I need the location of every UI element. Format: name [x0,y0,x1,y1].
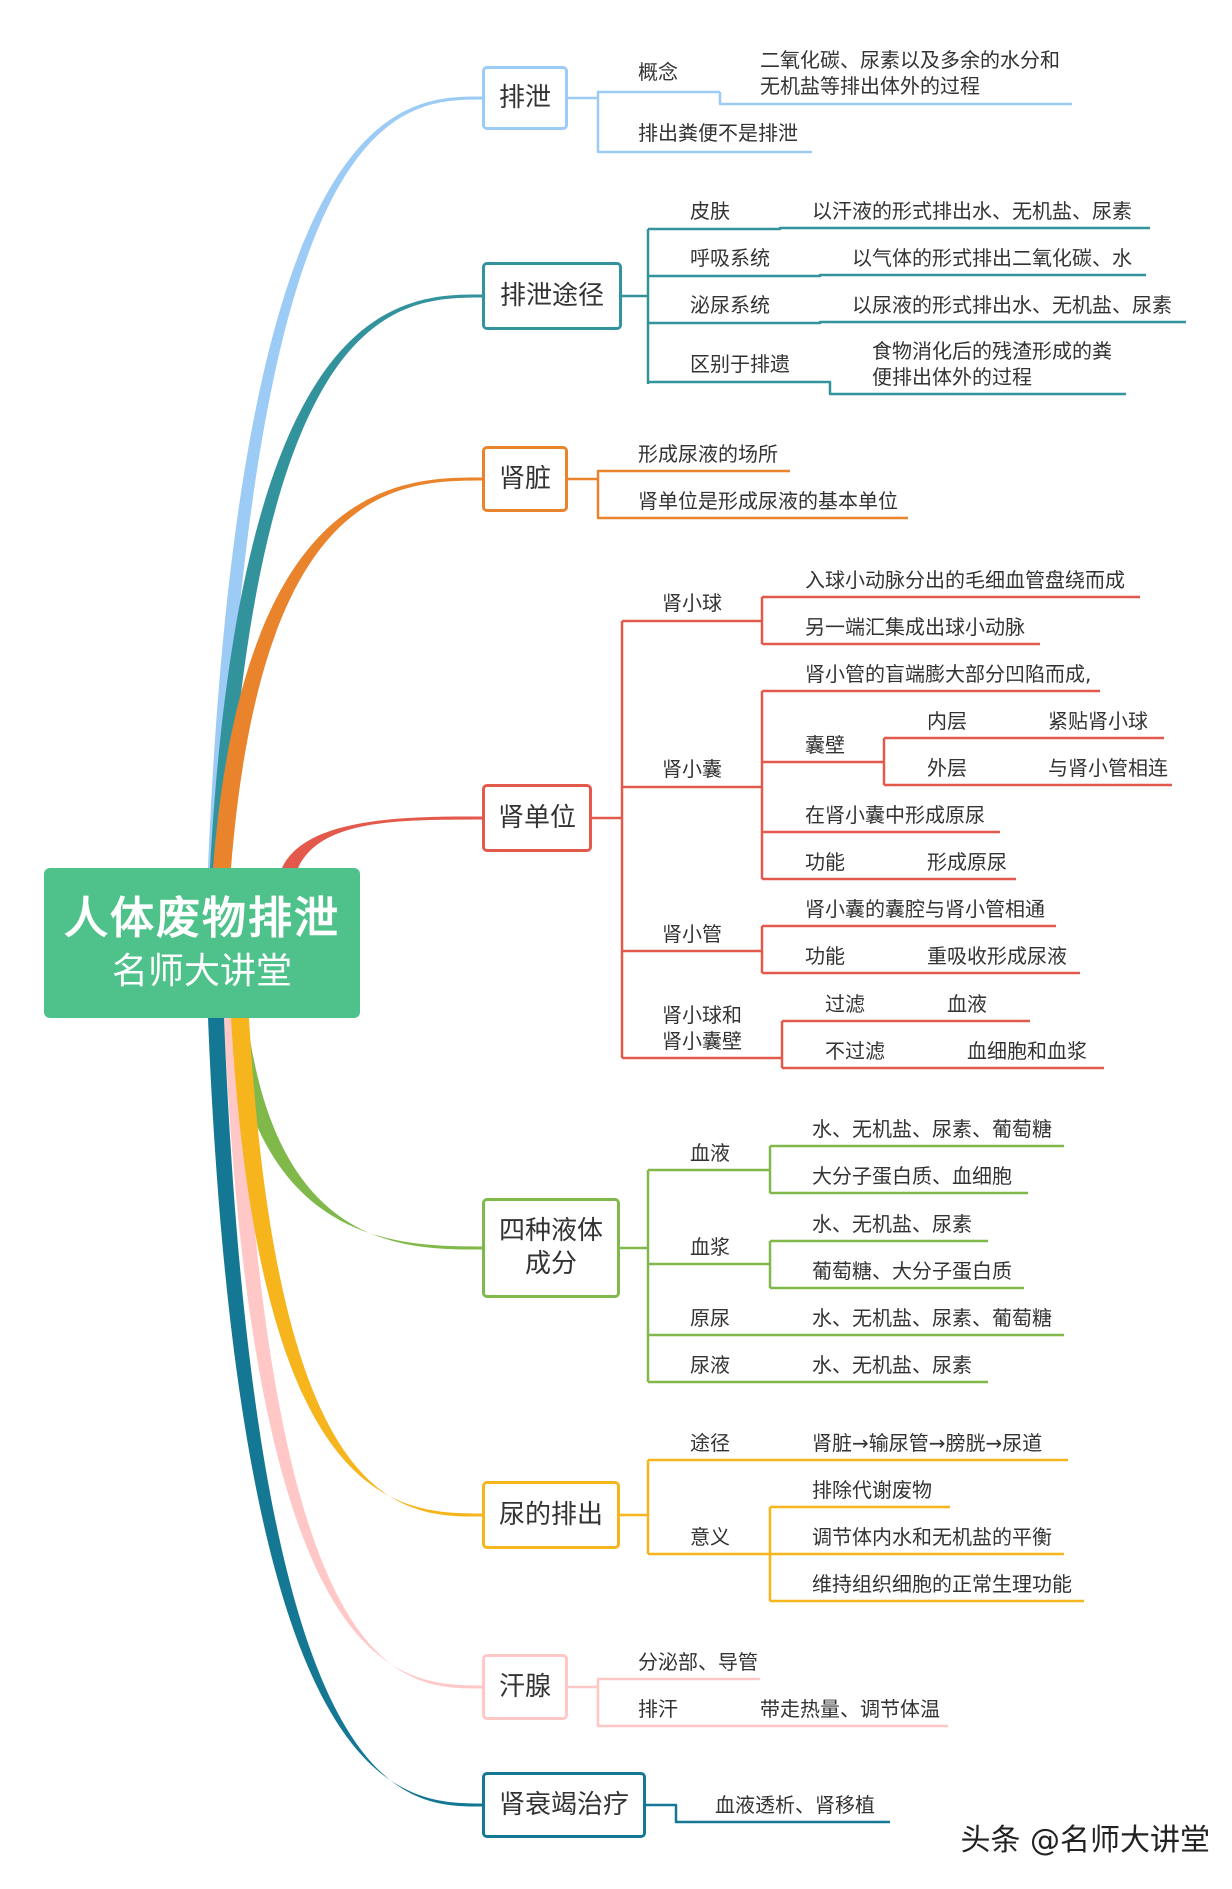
root-subtitle: 名师大讲堂 [111,951,292,992]
nephron-filter-head-1: 肾小球和 [662,1003,742,1027]
node-urine-out[interactable]: 尿的排出 [482,1481,620,1549]
ribbon-nephron [282,816,482,868]
routes-diff-text-1: 食物消化后的残渣形成的粪 [872,339,1112,363]
edge-excretion-note [596,98,812,154]
kidney-item-1: 形成尿液的场所 [638,442,778,466]
urine-meaning-2: 调节体内水和无机盐的平衡 [812,1525,1052,1549]
node-routes-label: 排泄途径 [499,280,604,311]
excretion-concept-text-2: 无机盐等排出体外的过程 [760,74,980,98]
nephron-glomerulus: 肾小球 [662,591,722,615]
fluids-blood-1: 水、无机盐、尿素、葡萄糖 [812,1117,1052,1141]
nephron-cap-func: 功能 [805,850,845,874]
edge-excretion-concept [596,90,720,98]
nephron-capsule: 肾小囊 [662,757,722,781]
nephron-outer: 外层 [927,756,967,780]
urine-path-text: 肾脏→输尿管→膀胱→尿道 [812,1431,1043,1455]
nephron-nofilter: 不过滤 [825,1039,885,1063]
routes-diff-text-2: 便排出体外的过程 [872,365,1032,389]
nephron-cap-2: 在肾小囊中形成原尿 [805,803,985,827]
ribbon-excretion [208,96,482,868]
nephron-filter-text: 血液 [947,992,987,1016]
fluids-plasma-1: 水、无机盐、尿素 [812,1212,972,1236]
ribbon-kidney [213,477,482,868]
nephron-wall: 囊壁 [805,733,845,757]
edge-routes-skin [648,226,1150,231]
kidney-item-2: 肾单位是形成尿液的基本单位 [638,489,898,513]
nephron-glom-2: 另一端汇集成出球小动脉 [805,615,1025,639]
nephron-inner-text: 紧贴肾小球 [1048,709,1148,733]
sweat-part: 分泌部、导管 [638,1650,758,1674]
routes-urinary-text: 以尿液的形式排出水、无机盐、尿素 [852,293,1172,317]
routes-skin-text: 以汗液的形式排出水、无机盐、尿素 [812,199,1132,223]
node-excretion-label: 排泄 [498,82,551,113]
ribbon-routes [210,294,482,868]
edge-kidney-1 [596,469,790,479]
edge-excretion-concept-text [718,92,1072,106]
root-node[interactable]: 人体废物排泄 名师大讲堂 [44,868,360,1018]
edge-routes-resp [648,273,1146,278]
node-treatment[interactable]: 肾衰竭治疗 [482,1772,646,1838]
edge-sweat-sweat [596,1687,948,1728]
urine-meaning-1: 排除代谢废物 [812,1478,932,1502]
routes-resp: 呼吸系统 [690,246,770,270]
nephron-tub-func: 功能 [805,944,845,968]
node-kidney-label: 肾脏 [498,463,551,494]
routes-urinary: 泌尿系统 [690,293,770,317]
root-title: 人体废物排泄 [64,893,340,944]
ribbon-urine [231,1018,482,1517]
routes-diff: 区别于排遗 [690,352,790,376]
nephron-inner: 内层 [927,709,967,733]
node-nephron[interactable]: 肾单位 [482,784,592,852]
nephron-outer-text: 与肾小管相连 [1048,756,1168,780]
node-urine-out-label: 尿的排出 [498,1499,603,1530]
fluids-primary: 原尿 [690,1306,730,1330]
edge-routes-urinary [648,320,1186,325]
nephron-glom-1: 入球小动脉分出的毛细血管盘绕而成 [805,568,1125,592]
urine-path: 途径 [690,1431,730,1455]
excretion-concept-text-1: 二氧化碳、尿素以及多余的水分和 [760,48,1060,72]
routes-resp-text: 以气体的形式排出二氧化碳、水 [852,246,1132,270]
node-nephron-label: 肾单位 [497,802,576,833]
node-sweat-label: 汗腺 [498,1671,551,1702]
nephron-cap-func-text: 形成原尿 [927,850,1007,874]
nephron-tubule: 肾小管 [662,922,722,946]
node-fluids[interactable]: 四种液体 成分 [482,1198,620,1298]
fluids-blood: 血液 [690,1141,730,1165]
urine-meaning-3: 维持组织细胞的正常生理功能 [812,1572,1072,1596]
node-kidney[interactable]: 肾脏 [482,446,568,512]
node-routes[interactable]: 排泄途径 [482,262,622,330]
treatment-text: 血液透析、肾移植 [715,1793,875,1817]
node-excretion[interactable]: 排泄 [482,66,568,130]
edge-treatment [646,1803,890,1824]
fluids-blood-2: 大分子蛋白质、血细胞 [812,1164,1012,1188]
edge-routes-diff [648,380,1126,396]
fluids-primary-text: 水、无机盐、尿素、葡萄糖 [812,1306,1052,1330]
node-sweat[interactable]: 汗腺 [482,1654,568,1720]
node-fluids-label: 四种液体 成分 [498,1216,603,1279]
fluids-urine-text: 水、无机盐、尿素 [812,1353,972,1377]
edge-sweat-part [596,1677,760,1687]
nephron-tub-1: 肾小囊的囊腔与肾小管相通 [805,897,1045,921]
nephron-filter: 过滤 [825,992,865,1016]
nephron-cap-1: 肾小管的盲端膨大部分凹陷而成, [805,662,1092,686]
nephron-tub-func-text: 重吸收形成尿液 [927,944,1067,968]
excretion-concept: 概念 [638,60,678,84]
fluids-plasma: 血浆 [690,1235,730,1259]
nephron-filter-head-2: 肾小囊壁 [662,1029,742,1053]
sweat-sweat: 排汗 [638,1697,678,1721]
sweat-sweat-text: 带走热量、调节体温 [760,1697,940,1721]
fluids-plasma-2: 葡萄糖、大分子蛋白质 [812,1259,1012,1283]
edge-kidney-2 [596,479,908,520]
routes-skin: 皮肤 [690,199,730,223]
node-treatment-label: 肾衰竭治疗 [498,1789,629,1820]
fluids-urine: 尿液 [690,1353,730,1377]
watermark: 头条 @名师大讲堂 [960,1823,1210,1858]
urine-meaning: 意义 [690,1525,730,1549]
excretion-note: 排出粪便不是排泄 [638,121,798,145]
nephron-nofilter-text: 血细胞和血浆 [967,1039,1087,1063]
